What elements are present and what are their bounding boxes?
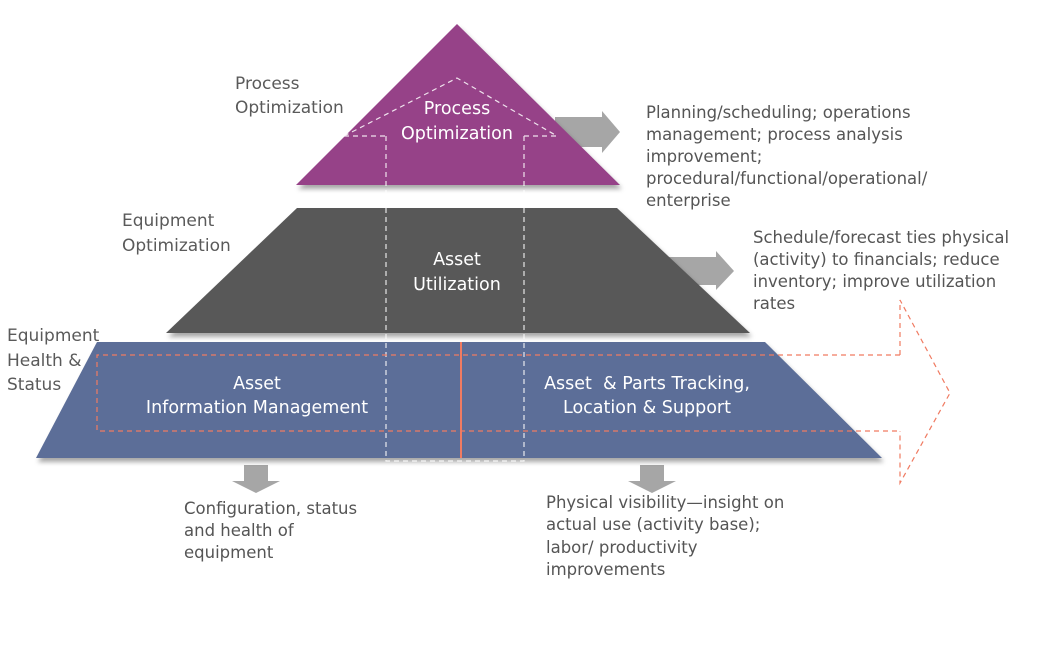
white-dashed-outline: [343, 77, 558, 462]
orange-dashed-arrow: [96, 299, 951, 486]
down-arrow-left: [232, 465, 280, 493]
middle-description: Schedule/forecast ties physical (activit…: [753, 228, 1014, 313]
bottom-right-description: Physical visibility—insight on actual us…: [546, 493, 790, 579]
pyramid-middle-level: [166, 208, 750, 333]
down-arrow-right: [628, 465, 676, 493]
bottom-left-description: Configuration, status and health of equi…: [184, 499, 362, 562]
bottom-right-inner-label: Asset & Parts Tracking,Location & Suppor…: [544, 374, 750, 418]
pyramid-bottom-level: [36, 342, 882, 458]
pyramid-top-level: [296, 24, 620, 185]
top-description: Planning/scheduling; operations manageme…: [646, 103, 933, 210]
